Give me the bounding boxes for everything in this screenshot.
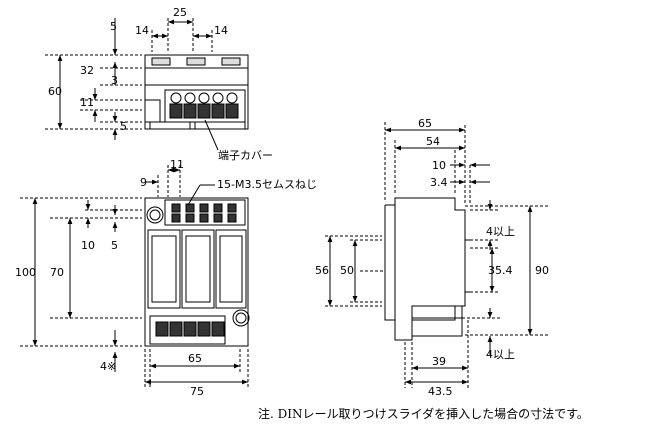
- top-view-terminals: [164, 89, 246, 123]
- dim-top-5: 5: [110, 20, 117, 33]
- dim-front-4-note: 4※: [100, 360, 116, 373]
- dim-front-65: 65: [188, 352, 202, 365]
- dim-side-10: 10: [432, 159, 446, 172]
- dim-top-14-right: 14: [214, 24, 228, 37]
- dim-top-11: 11: [80, 96, 94, 109]
- dim-top-25: 25: [173, 6, 187, 19]
- front-view: [20, 165, 250, 388]
- dim-side-90: 90: [535, 264, 549, 277]
- dim-front-9: 9: [140, 176, 147, 189]
- dim-front-75: 75: [190, 385, 204, 398]
- dim-side-56: 56: [315, 264, 329, 277]
- dim-side-39: 39: [432, 355, 446, 368]
- dim-side-43-5: 43.5: [428, 385, 453, 398]
- dim-top-60: 60: [48, 85, 62, 98]
- dim-side-4up-top: 4以上: [486, 225, 515, 238]
- dim-top-5-bottom: 5: [120, 120, 127, 133]
- label-screw: 15-M3.5セムスねじ: [217, 178, 317, 191]
- label-terminal-cover: 端子カバー: [218, 149, 273, 162]
- top-view: [45, 18, 249, 151]
- dim-side-65: 65: [418, 117, 432, 130]
- dim-front-100: 100: [15, 266, 36, 279]
- dim-side-4up-bottom: 4以上: [486, 348, 515, 361]
- dim-side-35-4: 35.4: [488, 264, 513, 277]
- dim-top-32: 32: [80, 64, 94, 77]
- dim-side-3-4: 3.4: [430, 176, 448, 189]
- dim-front-10: 10: [81, 239, 95, 252]
- side-view: [325, 122, 548, 388]
- dim-side-50: 50: [340, 264, 354, 277]
- front-view-body: [144, 197, 249, 347]
- footnote: 注. DINレール取りつけスライダを挿入した場合の寸法です。: [258, 406, 589, 421]
- dim-front-5: 5: [111, 239, 118, 252]
- side-view-body: [384, 197, 466, 341]
- dim-top-14-left: 14: [135, 24, 149, 37]
- dim-top-3: 3: [111, 74, 118, 87]
- dim-front-70: 70: [50, 266, 64, 279]
- dim-side-54: 54: [426, 135, 440, 148]
- dim-front-11: 11: [170, 158, 184, 171]
